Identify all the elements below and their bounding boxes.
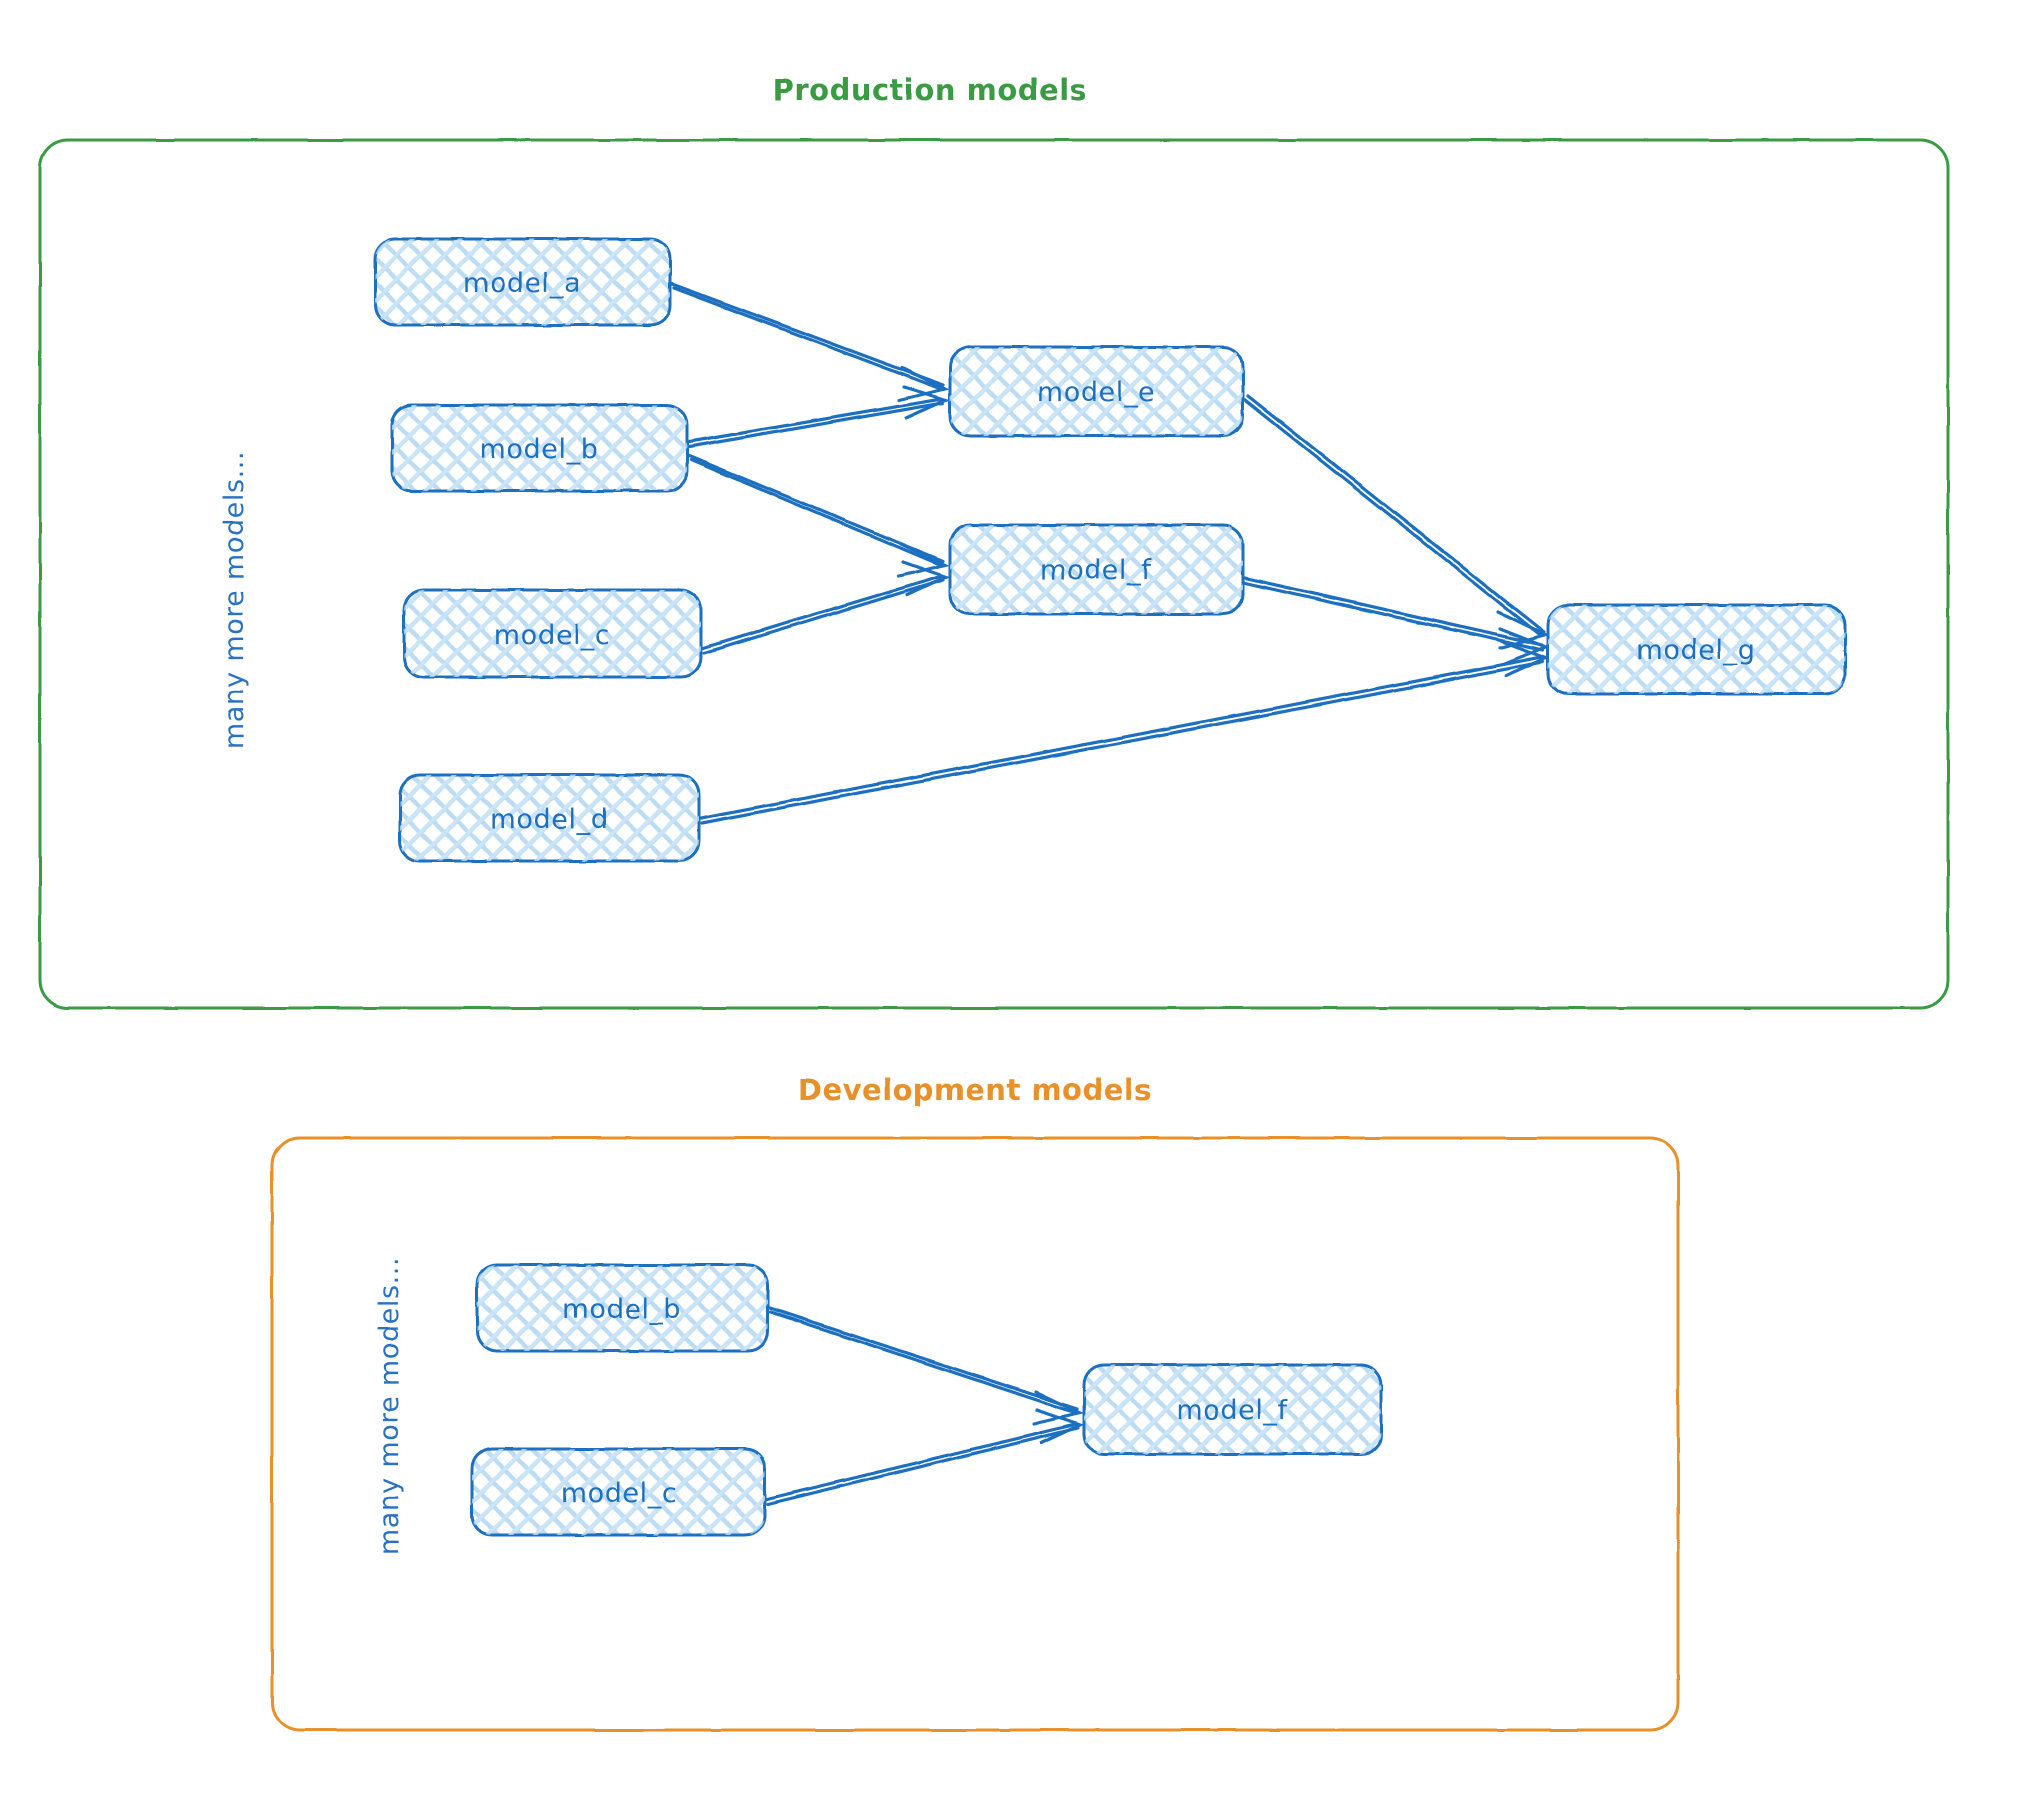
node-model-f-label: model_f bbox=[1040, 555, 1152, 586]
node-dev-model-b-hatch-overlay bbox=[477, 1265, 768, 1351]
edge-model-b-to-model-e bbox=[687, 385, 951, 449]
node-model-f-hatch-overlay bbox=[950, 525, 1243, 614]
edge-model-a-to-model-e bbox=[670, 282, 950, 402]
node-model-a-label: model_a bbox=[463, 268, 581, 299]
node-model-a[interactable]: model_a bbox=[373, 237, 672, 327]
node-model-f[interactable]: model_f bbox=[948, 523, 1245, 616]
node-model-d-hatch-overlay bbox=[400, 775, 699, 861]
node-model-g[interactable]: model_g bbox=[1546, 603, 1847, 696]
edge-model-f-to-model-g bbox=[1243, 576, 1551, 666]
development-edges bbox=[765, 1306, 1085, 1506]
node-model-b-hatch-overlay bbox=[392, 405, 687, 491]
group-development: Development models many more models... bbox=[270, 1073, 1680, 1732]
node-model-g-label: model_g bbox=[1637, 635, 1756, 666]
edge-dev-model-b-to-model-f bbox=[768, 1306, 1085, 1426]
node-model-c-label: model_c bbox=[494, 620, 611, 651]
node-model-g-hatch-overlay bbox=[1548, 605, 1845, 694]
edge-dev-model-c-to-model-f bbox=[765, 1408, 1085, 1506]
node-dev-model-b-label: model_b bbox=[563, 1294, 682, 1325]
production-edges bbox=[670, 282, 1551, 825]
node-dev-model-c[interactable]: model_c bbox=[470, 1447, 767, 1537]
node-model-b[interactable]: model_b bbox=[390, 403, 689, 493]
production-group-border bbox=[38, 138, 1950, 1010]
edge-model-b-to-model-f bbox=[687, 454, 950, 578]
development-group-title: Development models bbox=[798, 1073, 1152, 1107]
node-model-a-hatch-overlay bbox=[375, 239, 670, 325]
edge-model-d-to-model-g bbox=[699, 639, 1551, 825]
group-production: Production models many more models... bbox=[38, 73, 1950, 1010]
development-side-note: many more models... bbox=[374, 1257, 405, 1555]
node-dev-model-c-label: model_c bbox=[561, 1478, 678, 1509]
node-model-d[interactable]: model_d bbox=[398, 773, 701, 863]
production-side-note: many more models... bbox=[219, 451, 250, 749]
node-dev-model-f[interactable]: model_f bbox=[1082, 1363, 1383, 1456]
node-model-e-hatch-overlay bbox=[950, 347, 1243, 436]
development-nodes: model_b model_c model_f bbox=[470, 1263, 1383, 1537]
node-dev-model-f-label: model_f bbox=[1176, 1395, 1288, 1426]
node-dev-model-b[interactable]: model_b bbox=[475, 1263, 770, 1353]
node-dev-model-c-hatch-overlay bbox=[472, 1449, 765, 1535]
production-nodes: model_a model_b model_c model_d bbox=[373, 237, 1847, 863]
edge-model-e-to-model-g bbox=[1243, 394, 1551, 650]
node-model-c[interactable]: model_c bbox=[402, 588, 703, 679]
node-model-c-hatch-overlay bbox=[404, 590, 701, 677]
node-model-d-label: model_d bbox=[490, 804, 609, 835]
node-model-e[interactable]: model_e bbox=[948, 345, 1245, 438]
node-dev-model-f-hatch-overlay bbox=[1084, 1365, 1381, 1454]
edge-model-c-to-model-f bbox=[701, 560, 951, 655]
development-group-border bbox=[270, 1136, 1680, 1732]
node-model-e-label: model_e bbox=[1037, 377, 1155, 408]
node-model-b-label: model_b bbox=[480, 434, 599, 465]
production-group-title: Production models bbox=[773, 73, 1088, 107]
